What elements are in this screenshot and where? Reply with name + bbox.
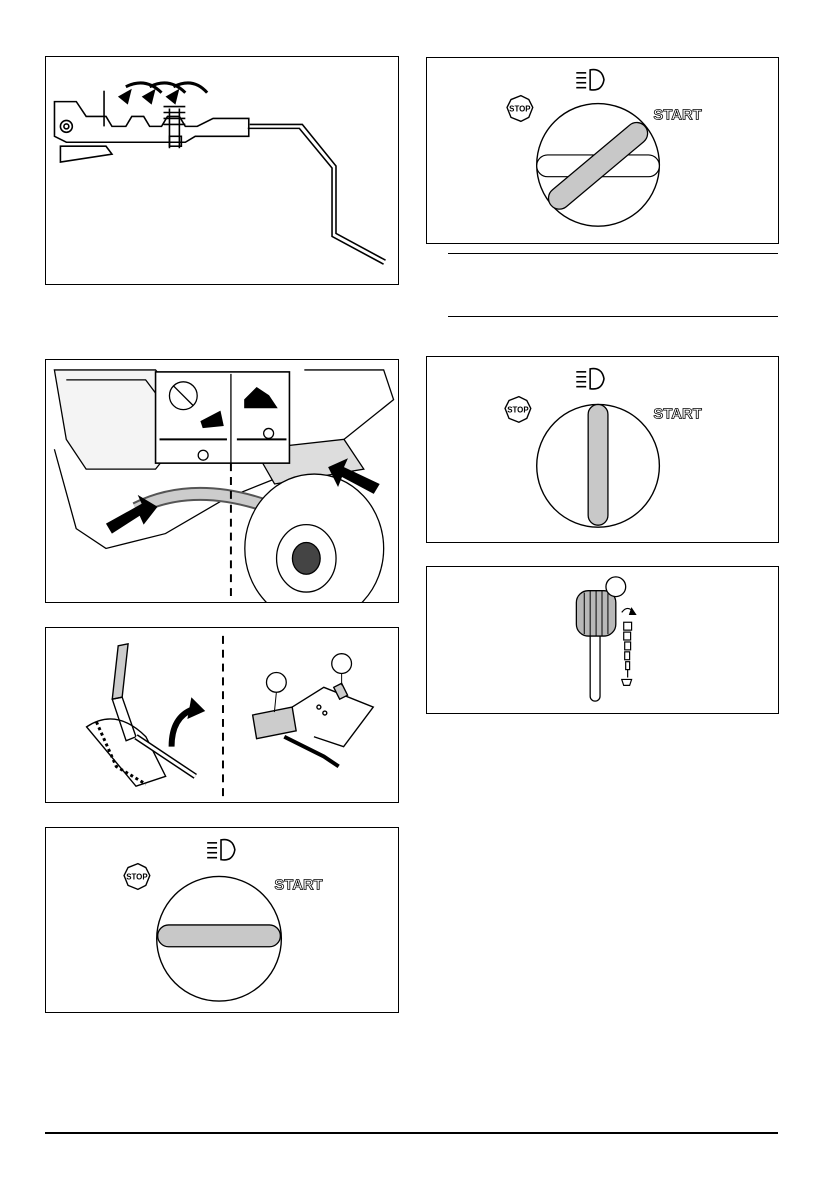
start-label: START — [653, 107, 701, 123]
figure-cutting-height-lever — [45, 56, 399, 285]
figure-brake-pedal — [45, 627, 399, 803]
footer-rule — [45, 1132, 778, 1134]
stop-label: STOP — [126, 872, 147, 881]
stop-sign-icon: STOP — [505, 397, 531, 423]
speed-scale-icon — [622, 608, 636, 685]
stop-sign-icon: STOP — [507, 96, 533, 122]
headlight-icon — [576, 369, 604, 389]
stop-sign-icon: STOP — [124, 864, 150, 890]
note-bottom-rule — [448, 316, 778, 317]
ignition-key-knob — [588, 404, 608, 525]
ignition-switch-illustration: STOP START — [427, 357, 778, 542]
stop-label: STOP — [507, 405, 528, 414]
figure-ignition-lights: STOP START — [426, 57, 779, 244]
throttle-lever-illustration — [427, 567, 778, 713]
brake-pedal-illustration — [46, 628, 398, 802]
callout-circle-a — [266, 672, 286, 692]
start-label: START — [653, 406, 701, 422]
headlight-icon — [207, 840, 235, 860]
figure-throttle-lever — [426, 566, 779, 714]
headlight-icon — [576, 70, 604, 90]
figure-ignition-stop: STOP START — [45, 827, 399, 1013]
ignition-key-knob — [158, 925, 281, 947]
callout-circle — [606, 577, 626, 597]
note-top-rule — [448, 253, 778, 254]
callout-circle-b — [332, 654, 352, 674]
figure-ignition-run: STOP START — [426, 356, 779, 543]
start-label: START — [274, 877, 322, 893]
ignition-switch-illustration: STOP START — [427, 58, 778, 243]
ignition-switch-illustration: STOP START — [46, 828, 398, 1012]
figure-mower-deck-decal — [45, 359, 399, 603]
mower-deck-illustration — [46, 360, 398, 602]
cutting-height-lever-illustration — [46, 57, 398, 284]
stop-label: STOP — [509, 104, 530, 113]
